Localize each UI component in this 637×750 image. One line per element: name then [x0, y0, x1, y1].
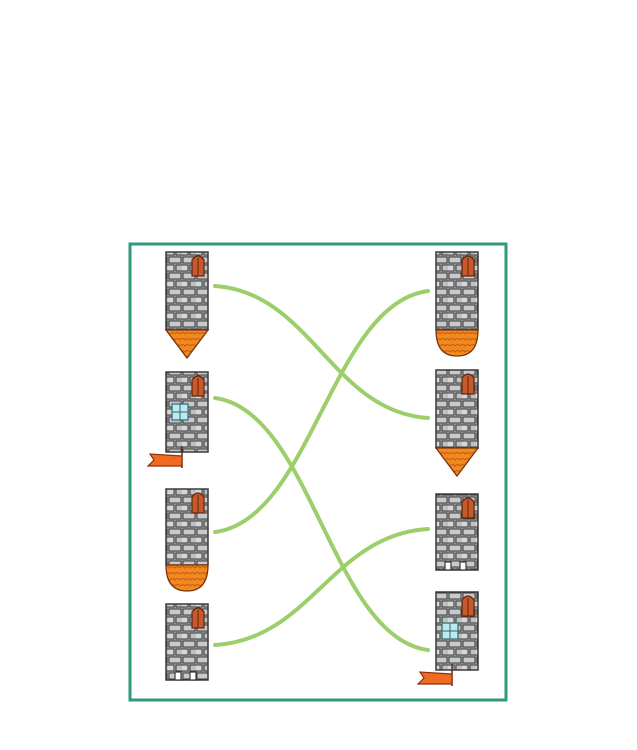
glass-window: [441, 622, 459, 640]
tower-L2[interactable]: [146, 371, 209, 468]
pointed-roof: [434, 447, 480, 478]
connector-L4-R3: [213, 527, 430, 647]
rounded-roof: [435, 329, 479, 357]
pointed-roof: [164, 329, 210, 360]
tower-R3[interactable]: [435, 493, 479, 571]
left-tower-column: [146, 251, 210, 681]
flag: [146, 446, 183, 468]
battlements: [444, 561, 467, 571]
tower-R2[interactable]: [434, 369, 480, 478]
connector-lines: [213, 284, 430, 652]
flag: [416, 664, 453, 686]
tower-R4[interactable]: [416, 591, 479, 686]
tower-L3[interactable]: [165, 488, 209, 592]
battlements: [174, 671, 197, 681]
tower-L4[interactable]: [165, 603, 209, 681]
tower-L1[interactable]: [164, 251, 210, 360]
tower-R1[interactable]: [435, 251, 479, 357]
connector-L2-R4: [213, 396, 430, 652]
right-tower-column: [416, 251, 480, 686]
rounded-roof: [165, 564, 209, 592]
glass-window: [171, 403, 189, 421]
connector-L1-R2: [213, 284, 430, 420]
connector-L3-R1: [213, 289, 430, 534]
